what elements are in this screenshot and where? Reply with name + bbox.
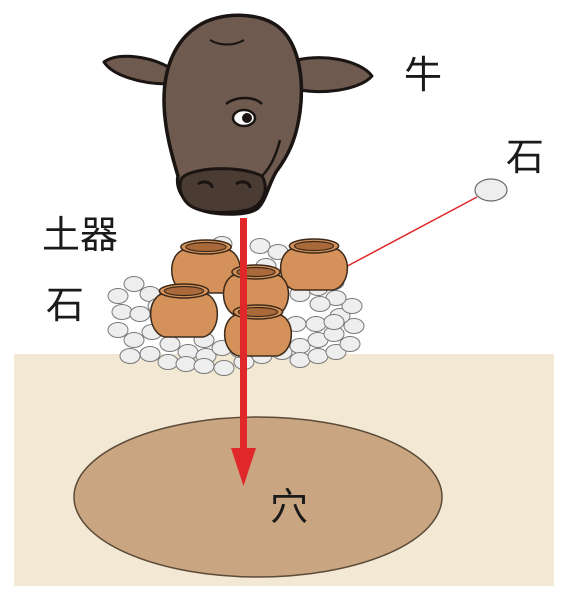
pot-mouth [293, 240, 335, 252]
cow-cheek-line [261, 139, 282, 177]
stone-icon [123, 276, 145, 292]
stone-icon [175, 356, 197, 372]
pot-body [223, 313, 293, 357]
clay-pot-icon [149, 283, 219, 338]
clay-pot-icon [171, 239, 241, 294]
stone-icon [111, 304, 133, 320]
label-cow: 牛 [404, 53, 442, 97]
clay-pot-icon [223, 304, 293, 357]
cow-brow [225, 96, 263, 106]
stone-icon [159, 336, 181, 352]
pot-mouth [185, 241, 227, 253]
pot-mouth [163, 285, 205, 297]
pot-body [149, 292, 219, 338]
descent-arrow [231, 218, 256, 486]
label-stone-single: 石 [506, 135, 544, 179]
pot-mouth [237, 306, 279, 318]
stone-icon [305, 316, 327, 332]
pot-body [279, 247, 349, 291]
stone-icon [341, 298, 363, 314]
label-stones: 石 [46, 283, 84, 327]
label-pottery: 土器 [42, 213, 118, 257]
stone-icon [213, 360, 235, 376]
pit [73, 416, 443, 578]
stone-icon [325, 344, 347, 360]
stone-icon [343, 318, 365, 334]
single-stone-icon [474, 178, 508, 202]
cow-muzzle [178, 167, 267, 214]
cow-right-ear [288, 56, 374, 94]
stone-icon [107, 288, 129, 304]
stone-icon [309, 296, 331, 312]
stone-icon [289, 338, 311, 354]
arrow-head [231, 448, 256, 486]
stone-icon [123, 332, 145, 348]
stone-icon [193, 358, 215, 374]
cow-nostril-left [197, 180, 214, 189]
cow-left-ear [102, 54, 172, 86]
clay-pot-icon [279, 238, 349, 291]
stone-icon [129, 306, 151, 322]
stone-icon [289, 352, 311, 368]
stone-icon [157, 354, 179, 370]
cow-nostril-right [235, 180, 252, 189]
stone-icon [139, 346, 161, 362]
cow-fur-line [209, 39, 245, 46]
arrow-shaft [240, 218, 247, 456]
stone-icon [323, 314, 345, 330]
stone-icon [249, 238, 271, 254]
label-pit: 穴 [270, 485, 308, 529]
cow-eye-pupil [242, 113, 252, 123]
stone-pointer-line [339, 196, 478, 271]
cow-head-icon [102, 13, 374, 216]
stone-icon [107, 322, 129, 338]
stone-icon [119, 348, 141, 364]
stone-icon [307, 348, 329, 364]
stone-icon [339, 336, 361, 352]
